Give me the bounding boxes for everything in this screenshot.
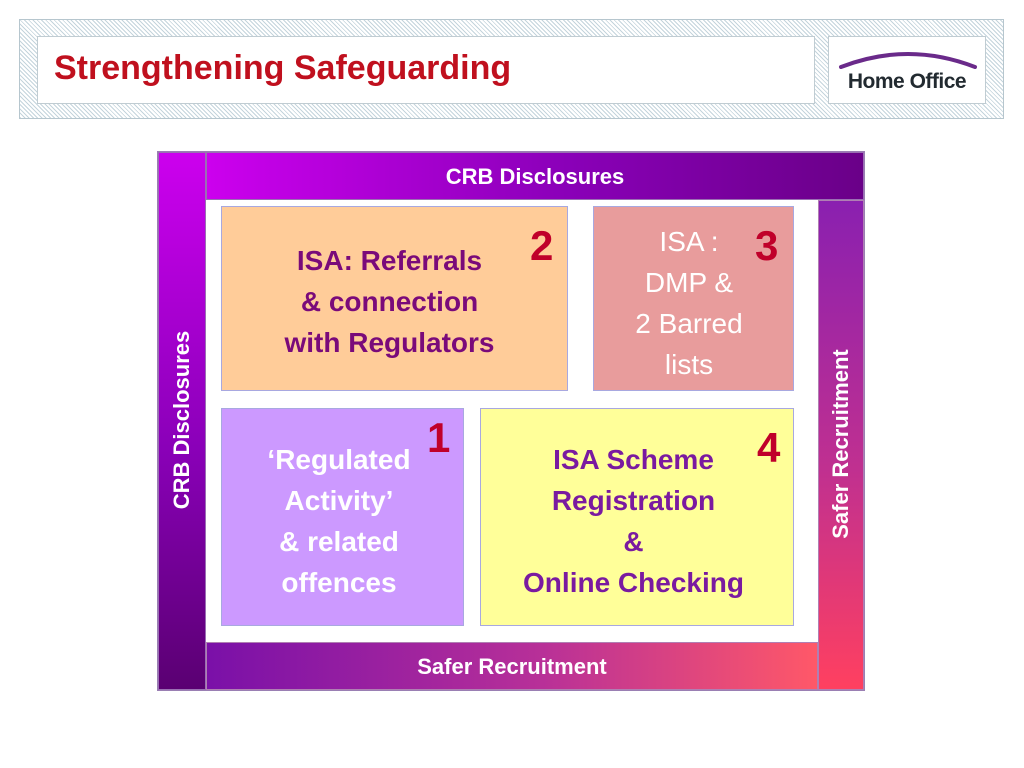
- text-line: & connection: [300, 286, 479, 317]
- text-line: ISA: Referrals: [296, 245, 483, 276]
- text-line: 2 Barred: [635, 308, 743, 339]
- isa-referrals-text: ISA: Referrals & connection with Regulat…: [222, 240, 557, 363]
- text-line: ISA Scheme: [553, 444, 714, 475]
- text-line: Registration: [551, 485, 716, 516]
- text-line: lists: [664, 349, 714, 380]
- bottom-band-label: Safer Recruitment: [417, 654, 607, 679]
- top-band-label: CRB Disclosures: [445, 164, 625, 189]
- text-line: Online Checking: [523, 567, 744, 598]
- title-box: Strengthening Safeguarding: [37, 36, 815, 104]
- text-line: &: [623, 526, 644, 557]
- home-office-logo: Home Office: [847, 70, 967, 93]
- box-number-3: 3: [755, 222, 779, 269]
- box-number-2: 2: [530, 222, 554, 269]
- crb-disclosures-left-band: CRB Disclosures: [158, 152, 206, 690]
- box-number-4: 4: [757, 424, 781, 471]
- text-line: & related: [279, 526, 399, 557]
- isa-referrals-box: 2 ISA: Referrals & connection with Regul…: [221, 206, 568, 391]
- text-line: with Regulators: [284, 327, 495, 358]
- right-band-label: Safer Recruitment: [828, 349, 853, 539]
- isa-dmp-text: ISA : DMP & 2 Barred lists: [594, 221, 784, 385]
- safer-recruitment-bottom-band: Safer Recruitment: [206, 642, 818, 690]
- isa-dmp-barred-lists-box: 3 ISA : DMP & 2 Barred lists: [593, 206, 794, 391]
- text-line: DMP &: [644, 267, 734, 298]
- safer-recruitment-right-band: Safer Recruitment: [818, 200, 864, 690]
- text-line: ISA :: [659, 226, 719, 257]
- page-title: Strengthening Safeguarding: [54, 49, 512, 87]
- text-line: Activity’: [284, 485, 394, 516]
- home-office-logo-arc-icon: [839, 52, 977, 69]
- isa-scheme-registration-box: 4 ISA Scheme Registration & Online Check…: [480, 408, 794, 626]
- logo-box: Home Office: [828, 36, 986, 104]
- text-line: ‘Regulated: [267, 444, 411, 475]
- crb-disclosures-top-band: CRB Disclosures: [206, 152, 864, 200]
- regulated-activity-text: ‘Regulated Activity’ & related offences: [222, 439, 456, 603]
- regulated-activity-box: 1 ‘Regulated Activity’ & related offence…: [221, 408, 464, 626]
- text-line: offences: [281, 567, 397, 598]
- box-number-1: 1: [427, 414, 451, 461]
- isa-scheme-text: ISA Scheme Registration & Online Checkin…: [481, 439, 786, 603]
- left-band-label: CRB Disclosures: [169, 330, 194, 510]
